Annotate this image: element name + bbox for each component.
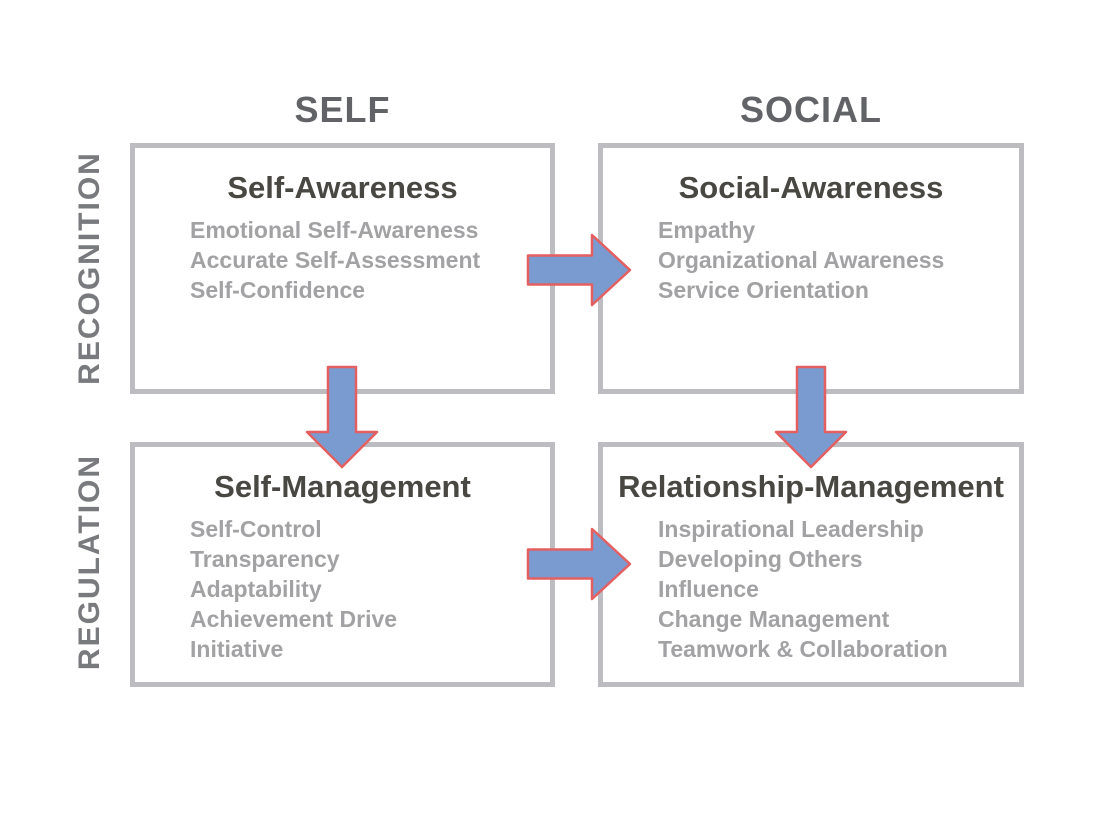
quadrant-item: Developing Others [658, 546, 863, 572]
quadrant-item: Inspirational Leadership [658, 516, 924, 542]
quadrant-self-awareness: Self-Awareness Emotional Self-Awareness … [130, 143, 555, 394]
quadrant-relationship-management: Relationship-Management Inspirational Le… [598, 442, 1024, 687]
quadrant-item: Self-Control [190, 516, 322, 542]
quadrant-item: Achievement Drive [190, 606, 398, 632]
quadrant-title: Social-Awareness [678, 170, 944, 205]
column-header-social: SOCIAL [739, 89, 882, 130]
quadrant-item: Influence [658, 576, 759, 602]
quadrant-item: Empathy [658, 217, 756, 243]
quadrant-item-list: Self-Control Transparency Adaptability A… [135, 514, 550, 664]
row-label-recognition: RECOGNITION [73, 151, 106, 385]
quadrant-item: Service Orientation [658, 277, 869, 303]
quadrant-item: Initiative [190, 636, 284, 662]
row-label-regulation: REGULATION [73, 453, 106, 671]
quadrant-item: Transparency [190, 546, 340, 572]
quadrant-item-list: Emotional Self-Awareness Accurate Self-A… [135, 215, 550, 305]
column-header-self: SELF [294, 89, 391, 130]
down-arrow-icon-right [774, 365, 848, 469]
quadrant-item-list: Empathy Organizational Awareness Service… [603, 215, 1019, 305]
quadrant-social-awareness: Social-Awareness Empathy Organizational … [598, 143, 1024, 394]
right-arrow-icon-top [526, 233, 632, 307]
quadrant-item: Organizational Awareness [658, 247, 945, 273]
right-arrow-icon-bottom [526, 527, 632, 601]
quadrant-title: Self-Awareness [227, 170, 458, 205]
quadrant-self-management: Self-Management Self-Control Transparenc… [130, 442, 555, 687]
quadrant-item: Self-Confidence [190, 277, 366, 303]
quadrant-item: Emotional Self-Awareness [190, 217, 479, 243]
quadrant-item: Adaptability [190, 576, 322, 602]
quadrant-item: Accurate Self-Assessment [190, 247, 481, 273]
quadrant-item: Teamwork & Collaboration [658, 636, 948, 662]
quadrant-title: Self-Management [214, 469, 471, 504]
quadrant-title: Relationship-Management [618, 469, 1004, 504]
quadrant-item: Change Management [658, 606, 890, 632]
quadrant-item-list: Inspirational Leadership Developing Othe… [603, 514, 1019, 664]
down-arrow-icon-left [305, 365, 379, 469]
